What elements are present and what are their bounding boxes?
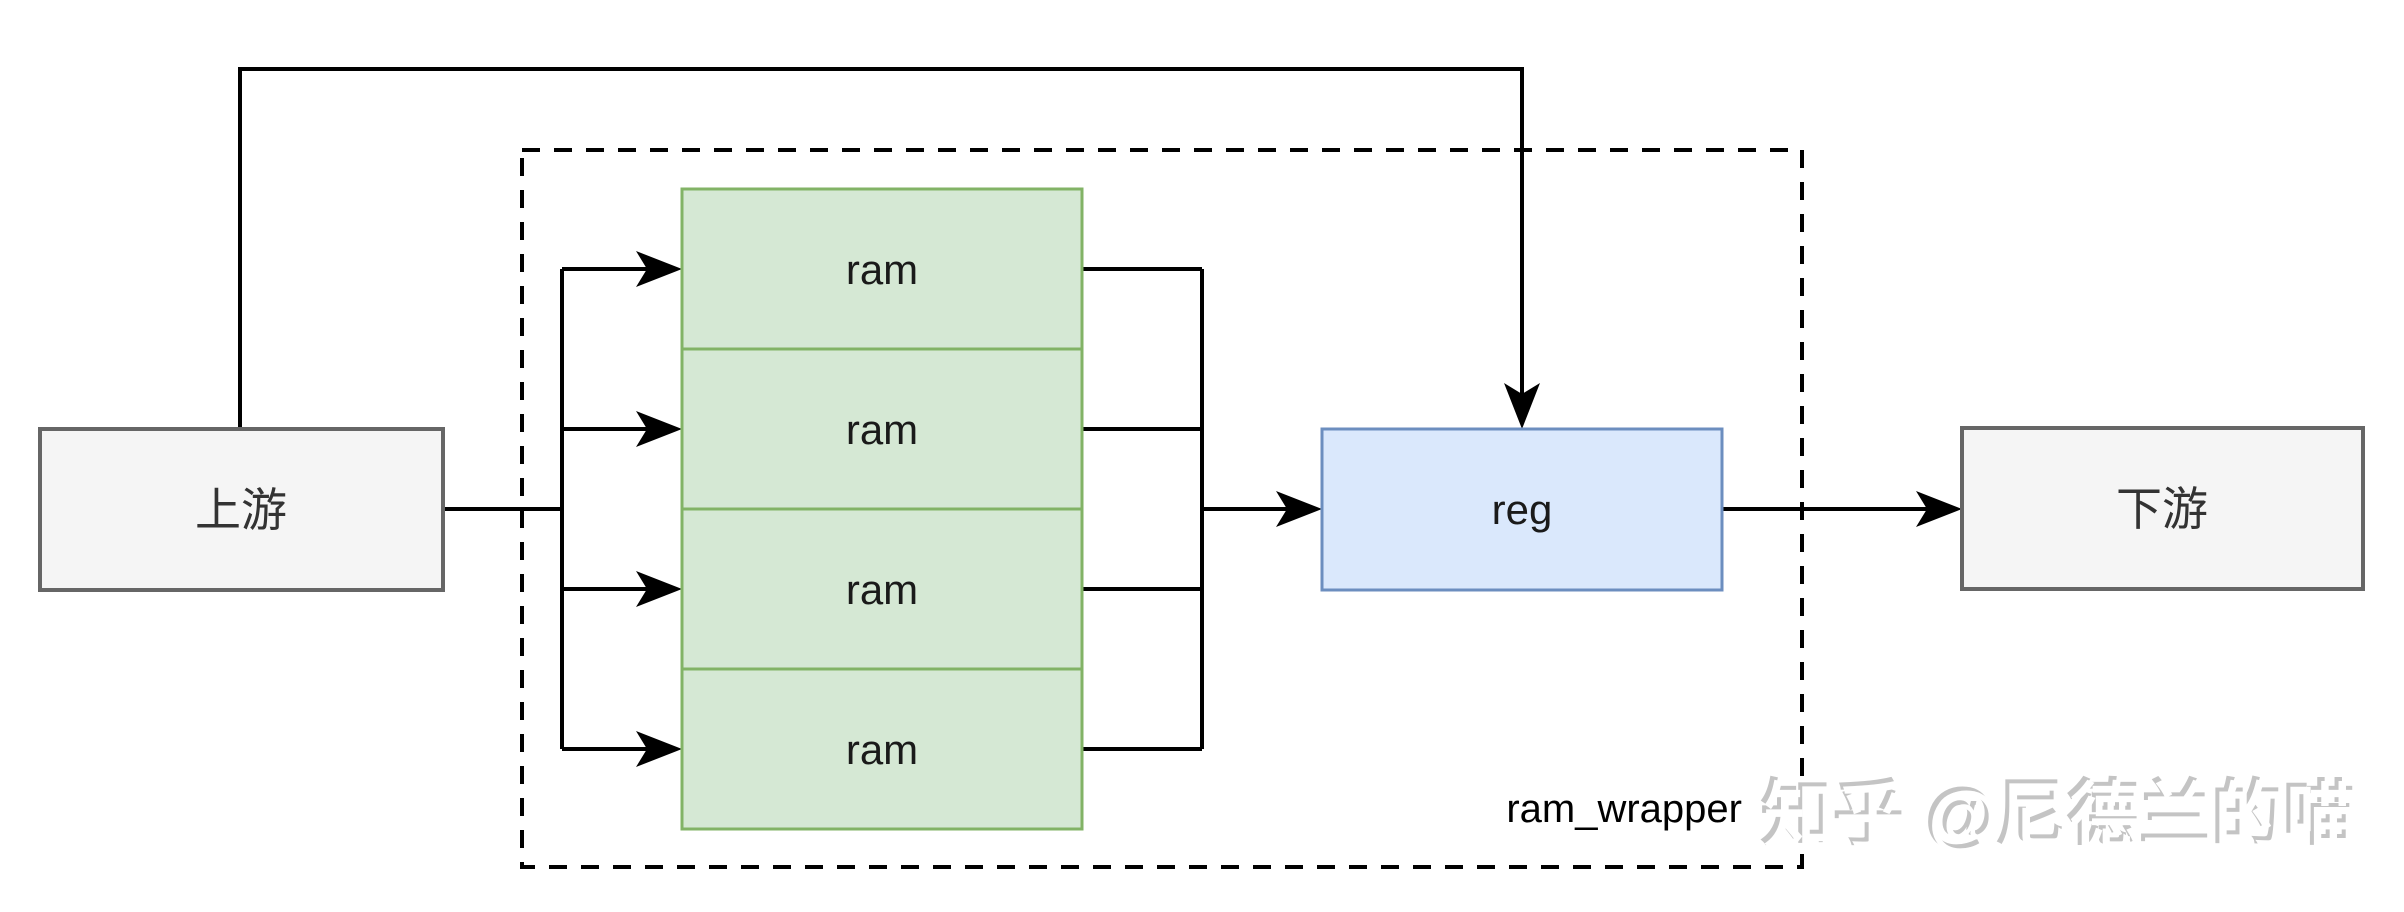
bypass-arrowhead-icon xyxy=(1504,383,1540,429)
fanout-arrowhead-3-icon xyxy=(636,571,682,607)
downstream-label: 下游 xyxy=(2116,483,2208,535)
upstream-label: 上游 xyxy=(195,484,287,536)
upstream-rect xyxy=(38,427,445,592)
bypass-connector xyxy=(238,67,1524,429)
watermark: 知乎 @尼德兰的喵 知乎 @尼德兰的喵 xyxy=(1760,774,2358,858)
downstream-rect xyxy=(1960,426,2365,591)
ram-block-3 xyxy=(680,507,1084,671)
ram-label-1: ram xyxy=(846,246,918,293)
fanout-arrowhead-4-icon xyxy=(636,731,682,767)
reg-rect xyxy=(1320,427,1724,592)
upstream-block: 上游 xyxy=(38,427,445,592)
ram-label-2: ram xyxy=(846,406,918,453)
reg-label: reg xyxy=(1492,486,1553,533)
fanout-arrowhead-1-icon xyxy=(636,251,682,287)
fanout-arrowhead-2-icon xyxy=(636,411,682,447)
ram-wrapper-boundary xyxy=(520,148,1804,869)
ram-label-4: ram xyxy=(846,726,918,773)
ram-stack: ram ram ram ram xyxy=(680,187,1084,831)
ram-block-4 xyxy=(680,667,1084,831)
watermark-text-highlight: 知乎 @尼德兰的喵 xyxy=(1764,778,2358,858)
downstream-block: 下游 xyxy=(1960,426,2365,591)
ram-wrapper-label: ram_wrapper xyxy=(1506,787,1742,831)
watermark-text-gray: 知乎 @尼德兰的喵 xyxy=(1760,774,2354,854)
ram-block-2 xyxy=(680,347,1084,511)
connectors xyxy=(238,67,1962,767)
ram-label-3: ram xyxy=(846,566,918,613)
downstream-arrowhead-icon xyxy=(1916,491,1962,527)
reg-block: reg xyxy=(1320,427,1724,592)
reg-in-arrowhead-icon xyxy=(1276,491,1322,527)
